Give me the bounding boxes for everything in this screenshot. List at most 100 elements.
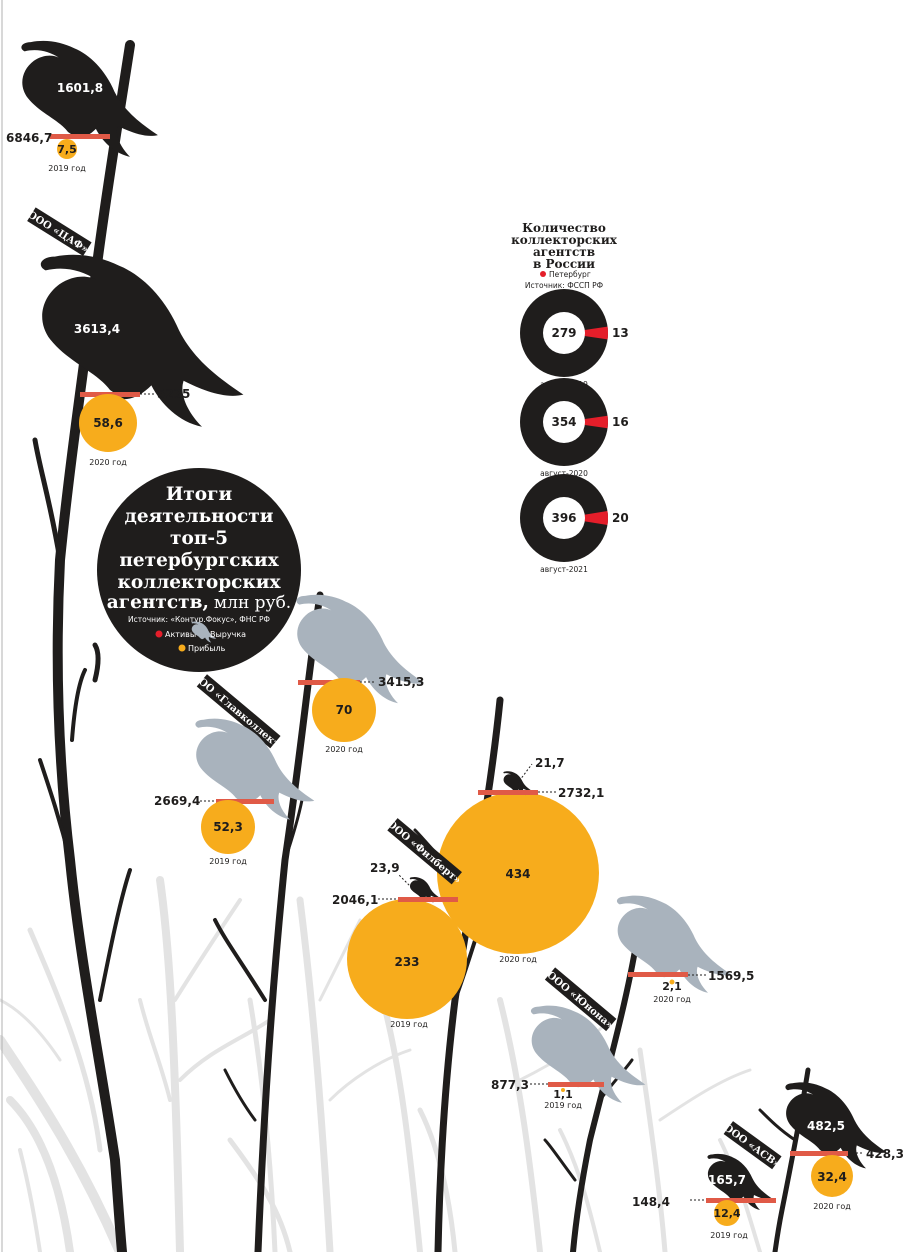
donut-date-label: август-2021 [540, 565, 588, 574]
donut-hole [543, 401, 585, 443]
profit-value: 1,1 [553, 1088, 573, 1101]
donut-3: 396 20 август-2021 [520, 474, 629, 574]
year-label: 2020 год [89, 458, 127, 467]
profit-circle [57, 139, 77, 159]
donut-charts: 27913август-201935416август-202039620авг… [520, 289, 629, 574]
legend-assets-dot [155, 630, 163, 638]
year-label: 2019 год [390, 1020, 428, 1029]
assets-value: 428,3 [866, 1147, 904, 1161]
donut-hole [543, 312, 585, 354]
panel-title-line-1: Количество [522, 221, 606, 235]
assets-bar [216, 799, 274, 804]
title-line-1: Итоги [166, 484, 233, 505]
svg-text:ООО «ЦАФ»: ООО «ЦАФ» [25, 209, 90, 255]
profit-value: 32,4 [817, 1170, 847, 1184]
donut-total-label: 279 [551, 326, 576, 340]
profit-circle [201, 800, 255, 854]
revenue-value: 482,5 [807, 1119, 845, 1133]
asv-2019-group: 165,7 148,4 12,4 2019 год [632, 1153, 776, 1240]
revenue-value: 21,7 [535, 756, 565, 770]
assets-value: 1569,5 [708, 969, 754, 983]
donut-spb-label: 16 [612, 415, 629, 429]
profit-circle [79, 394, 137, 452]
assets-value: 2046,1 [332, 893, 378, 907]
legend-profit-dot [178, 644, 186, 652]
assets-bar [706, 1198, 776, 1203]
profit-value: 52,3 [213, 820, 243, 834]
assets-bar [790, 1151, 848, 1156]
company-label-caf: ООО «ЦАФ» [25, 207, 92, 256]
assets-bar [548, 1082, 604, 1087]
donut-total-label: 396 [551, 511, 576, 525]
assets-value: 877,3 [491, 1078, 529, 1092]
profit-circle [437, 792, 599, 954]
title-line-5: коллекторских [117, 572, 281, 593]
crow-icon [530, 1005, 646, 1103]
donut-hole [543, 497, 585, 539]
assets-value: 5235 [157, 387, 190, 401]
profit-circle [312, 678, 376, 742]
agencies-count-panel: Количество коллекторских агентств в Росс… [511, 221, 629, 574]
revenue-value: 23,9 [370, 861, 400, 875]
asv-2020-group: 482,5 428,3 32,4 2020 год [785, 1082, 904, 1211]
donut-spb-label: 13 [612, 326, 629, 340]
glav-2019-group: 2669,4 52,3 2019 год [154, 718, 315, 866]
panel-title-line-3: агентств [533, 245, 595, 259]
title-infobox: Итоги деятельности топ-5 петербургских к… [97, 468, 301, 672]
profit-value: 2,1 [662, 980, 682, 993]
assets-value: 2669,4 [154, 794, 200, 808]
profit-value: 7,5 [57, 143, 77, 156]
title-line-4: петербургских [119, 550, 279, 571]
revenue-value: 1601,8 [57, 81, 103, 95]
year-label: 2020 год [499, 955, 537, 964]
donut-1: 27913август-2019 [520, 289, 629, 389]
year-label: 2020 год [653, 995, 691, 1004]
assets-value: 2732,1 [558, 786, 604, 800]
assets-bar [50, 134, 110, 139]
assets-value: 148,4 [632, 1195, 670, 1209]
profit-circle [669, 979, 675, 985]
glav-2020-group: 3415,3 70 2020 год [296, 594, 424, 754]
legend-profit-label: Прибыль [188, 644, 226, 653]
profit-value: 70 [336, 703, 353, 717]
profit-value: 233 [394, 955, 419, 969]
tree-trunks [32, 40, 811, 1252]
yunona-2019-group: 877,3 1,1 2019 год [491, 1005, 646, 1110]
legend-assets-label: Активы [165, 630, 196, 639]
panel-title-line-4: в России [533, 257, 595, 271]
spb-slice [564, 511, 608, 525]
infobox-source: Источник: «Контур.Фокус», ФНС РФ [128, 615, 270, 624]
caf-2019-group: 1601,8 6846,7 7,5 2019 год [6, 40, 158, 173]
profit-value: 434 [505, 867, 530, 881]
profit-circle [714, 1200, 740, 1226]
spb-slice [564, 326, 608, 340]
donut-spb-label: 20 [612, 511, 629, 525]
yunona-2020-group: 1569,5 2,1 2020 год [616, 895, 754, 1004]
title-line-3: топ-5 [170, 528, 228, 549]
profit-value: 12,4 [713, 1207, 740, 1220]
year-label: 2020 год [813, 1202, 851, 1211]
assets-bar [628, 972, 688, 977]
profit-circle [347, 899, 467, 1019]
panel-title-line-2: коллекторских [511, 233, 618, 247]
year-label: 2019 год [710, 1231, 748, 1240]
donut-date-label: август-2020 [540, 469, 588, 478]
crow-icon [40, 254, 244, 427]
title-line-6: агентств,млн руб. [107, 592, 291, 613]
legend-spb-label: Петербург [549, 270, 591, 279]
assets-value: 3415,3 [378, 675, 424, 689]
title-line-2: деятельности [125, 506, 274, 527]
assets-bar [478, 790, 538, 795]
revenue-value: 3613,4 [74, 322, 120, 336]
profit-value: 58,6 [93, 416, 123, 430]
assets-bar [398, 897, 458, 902]
filbert-2019-group: 23,9 2046,1 233 2019 год [332, 861, 467, 1029]
legend-revenue-label: Выручка [210, 630, 246, 639]
panel-source: Источник: ФССП РФ [525, 281, 604, 290]
year-label: 2019 год [48, 164, 86, 173]
profit-circle [561, 1088, 565, 1092]
year-label: 2020 год [325, 745, 363, 754]
year-label: 2019 год [544, 1101, 582, 1110]
